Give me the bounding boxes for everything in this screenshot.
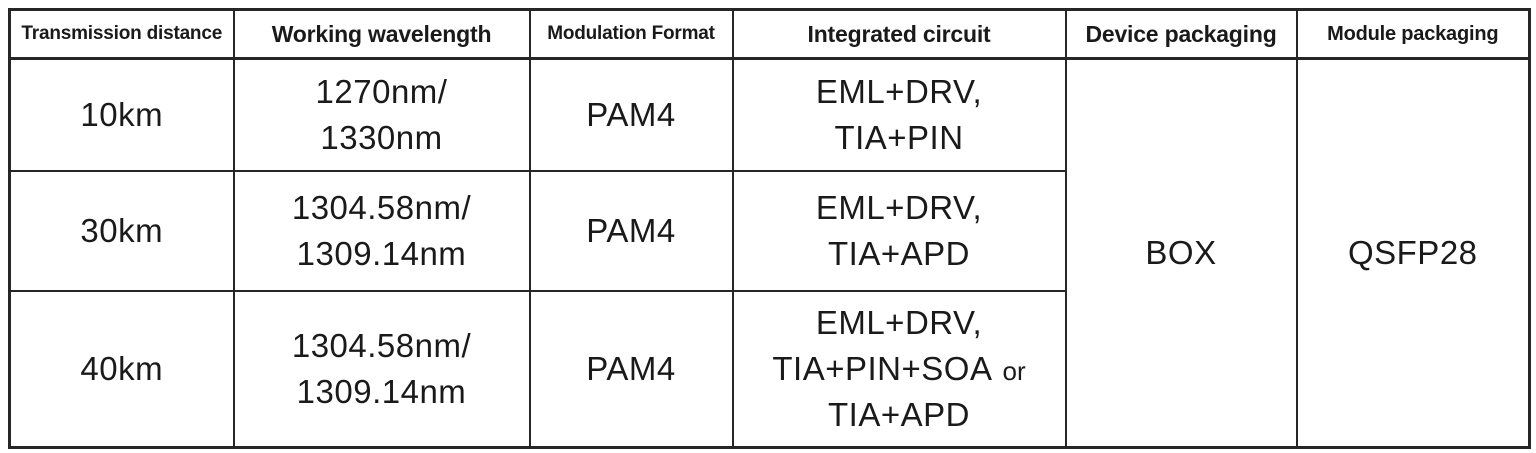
- cell-modulation: PAM4: [528, 57, 734, 172]
- table-row-30km: 30km 1304.58nm/ 1309.14nm PAM4 EML+DRV, …: [8, 169, 1530, 292]
- wavelength-line: 1304.58nm/: [291, 327, 472, 365]
- header-working-wavelength: Working wavelength: [232, 8, 531, 60]
- header-transmission-distance: Transmission distance: [8, 8, 235, 60]
- cell-module-packaging: QSFP28: [1295, 57, 1531, 449]
- cell-wavelength: 1270nm/ 1330nm: [232, 57, 531, 172]
- header-device-packaging: Device packaging: [1064, 8, 1298, 60]
- wavelength-line: 1304.58nm/: [291, 188, 472, 226]
- circuit-line: TIA+PIN+SOA or: [738, 346, 1061, 392]
- circuit-line: TIA+APD: [828, 395, 970, 433]
- table-row-40km: 40km 1304.58nm/ 1309.14nm PAM4 EML+DRV, …: [8, 289, 1530, 449]
- cell-distance: 40km: [8, 289, 235, 449]
- circuit-line: EML+DRV,: [815, 304, 983, 342]
- wavelength-line: 1309.14nm: [296, 234, 467, 272]
- header-row: Transmission distance Working wavelength…: [8, 8, 1531, 60]
- wavelength-line: 1309.14nm: [296, 372, 467, 410]
- wavelength-line: 1270nm/: [315, 73, 448, 111]
- optical-module-spec-table: Transmission distance Working wavelength…: [8, 8, 1531, 449]
- header-integrated-circuit: Integrated circuit: [731, 8, 1067, 60]
- circuit-text: TIA+PIN+SOA: [772, 349, 993, 387]
- cell-distance: 10km: [8, 57, 235, 172]
- cell-distance: 30km: [8, 169, 235, 292]
- cell-modulation: PAM4: [528, 289, 734, 449]
- cell-circuit: EML+DRV, TIA+APD: [731, 169, 1067, 292]
- header-module-packaging: Module packaging: [1295, 8, 1531, 60]
- circuit-line: TIA+APD: [828, 234, 970, 272]
- cell-circuit: EML+DRV, TIA+PIN+SOA or TIA+APD: [731, 289, 1067, 449]
- wavelength-line: 1330nm: [320, 118, 443, 156]
- table-row-10km: 10km 1270nm/ 1330nm PAM4 EML+DRV, TIA+PI…: [8, 57, 1531, 449]
- circuit-line: EML+DRV,: [815, 188, 983, 226]
- cell-device-packaging: BOX: [1064, 57, 1298, 449]
- header-modulation-format: Modulation Format: [528, 8, 734, 60]
- circuit-line: TIA+PIN: [834, 118, 964, 156]
- cell-circuit: EML+DRV, TIA+PIN: [731, 57, 1067, 172]
- circuit-line: EML+DRV,: [815, 73, 983, 111]
- cell-wavelength: 1304.58nm/ 1309.14nm: [232, 289, 531, 449]
- cell-wavelength: 1304.58nm/ 1309.14nm: [232, 169, 531, 292]
- or-text: or: [1002, 355, 1026, 386]
- cell-modulation: PAM4: [528, 169, 734, 292]
